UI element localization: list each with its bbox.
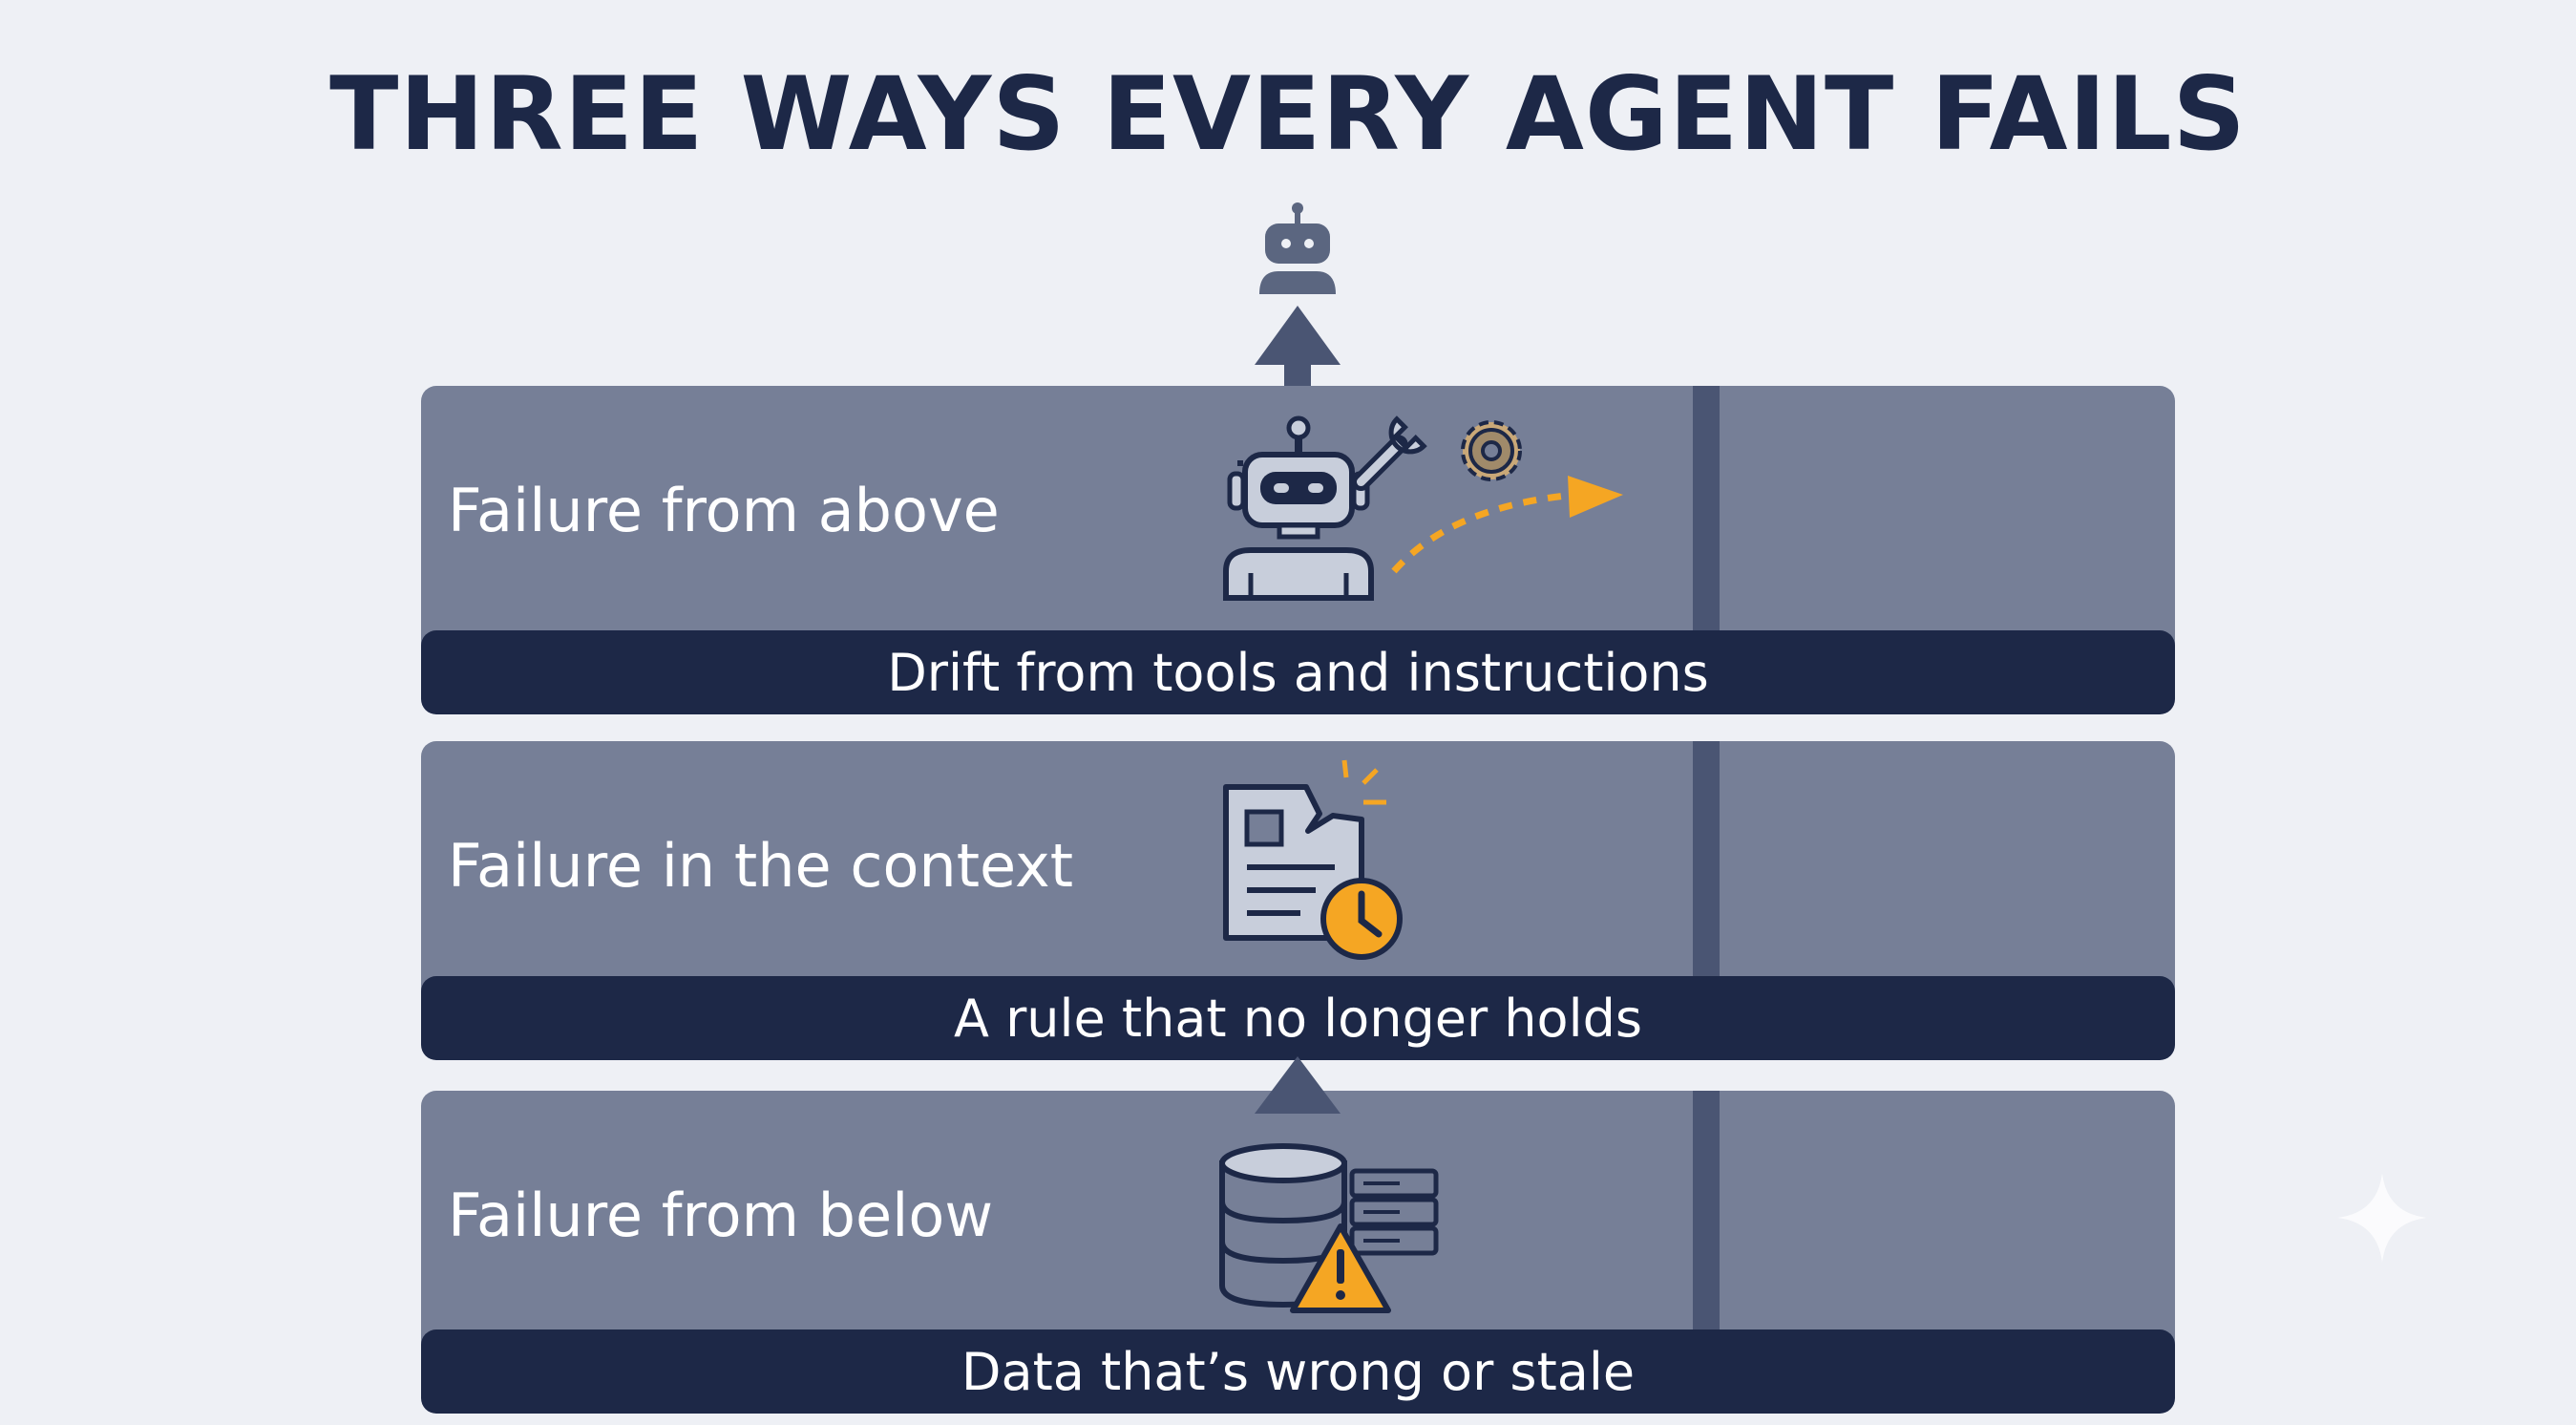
up-arrow-middle	[1255, 1056, 1341, 1114]
layer-caption: Drift from tools and instructions	[421, 630, 2175, 714]
robot-with-tools-icon	[1223, 415, 1623, 601]
layer-title: Failure from below	[448, 1180, 994, 1250]
page-title: THREE WAYS EVERY AGENT FAILS	[329, 55, 2247, 173]
layer-caption: Data that’s wrong or stale	[421, 1329, 2175, 1414]
torn-document-clock-icon	[1223, 759, 1403, 960]
database-warning-icon	[1219, 1143, 1439, 1313]
sparkle-icon	[2337, 1173, 2427, 1263]
layer-title: Failure from above	[448, 476, 1000, 545]
spine-segment	[1693, 386, 1720, 630]
spine-segment	[1693, 741, 1720, 976]
layer-above: Failure from above Drift from tools and …	[421, 386, 2175, 714]
layer-caption: A rule that no longer holds	[421, 976, 2175, 1060]
robot-head-icon	[1259, 202, 1336, 294]
spine-segment	[1693, 1091, 1720, 1329]
layer-title: Failure in the context	[448, 831, 1074, 901]
